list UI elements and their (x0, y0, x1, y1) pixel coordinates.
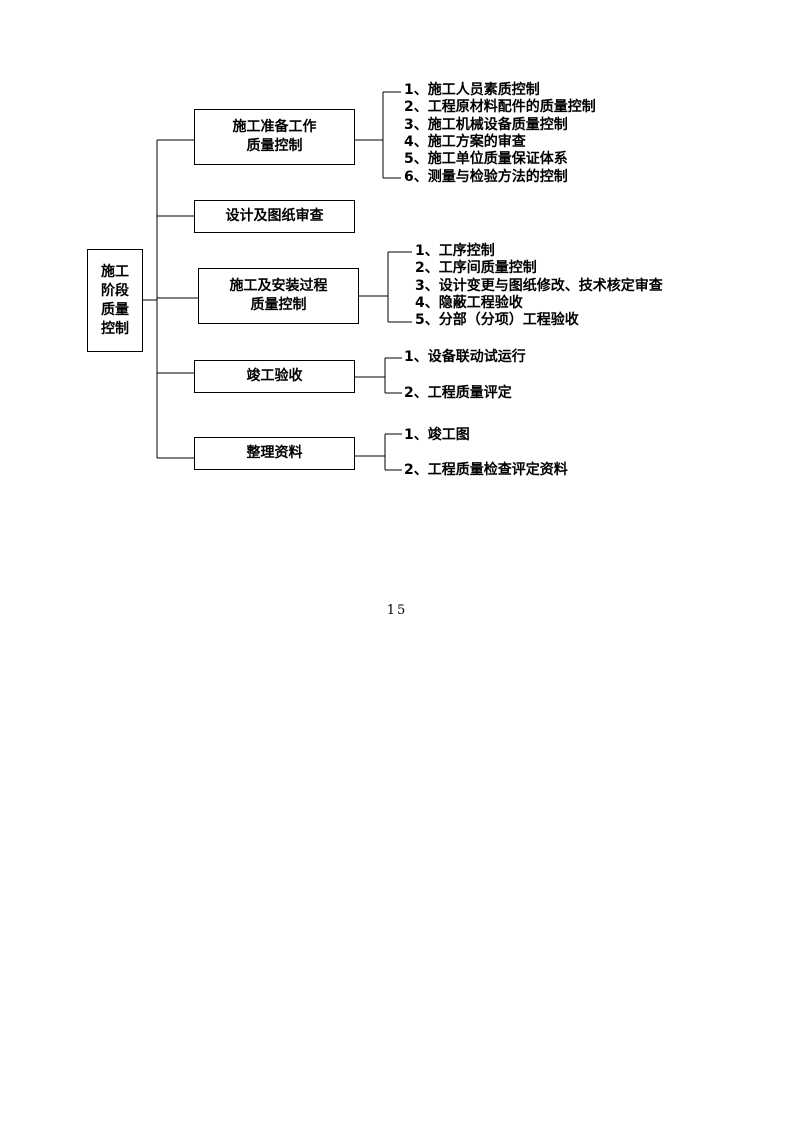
list-item: 5、施工单位质量保证体系 (404, 151, 568, 167)
branch-node-documentation: 整理资料 (194, 437, 355, 470)
branch-label: 施工准备工作 (232, 119, 317, 135)
root-line: 施工 (101, 263, 129, 280)
list-item: 4、隐蔽工程验收 (415, 295, 523, 311)
branch-label: 竣工验收 (246, 368, 303, 384)
list-item: 5、分部（分项）工程验收 (415, 312, 579, 328)
root-line: 阶段 (101, 282, 129, 299)
list-item: 6、测量与检验方法的控制 (404, 169, 568, 185)
branch-label: 施工及安装过程 (229, 278, 328, 294)
branch-node-preparation: 施工准备工作 质量控制 (194, 109, 355, 165)
list-item: 1、竣工图 (404, 427, 470, 443)
page-number: 15 (386, 603, 408, 618)
branch-node-completion: 竣工验收 (194, 360, 355, 393)
list-item: 1、工序控制 (415, 243, 495, 259)
list-item: 4、施工方案的审查 (404, 134, 526, 150)
list-item: 3、设计变更与图纸修改、技术核定审查 (415, 278, 663, 294)
root-line: 质量 (101, 301, 129, 318)
list-item: 2、工程质量检查评定资料 (404, 462, 568, 478)
list-item: 2、工序间质量控制 (415, 260, 537, 276)
list-item: 3、施工机械设备质量控制 (404, 117, 568, 133)
root-line: 控制 (101, 320, 129, 337)
branch-label: 质量控制 (246, 138, 303, 154)
list-item: 2、工程原材料配件的质量控制 (404, 99, 596, 115)
list-item: 2、工程质量评定 (404, 385, 512, 401)
list-item: 1、设备联动试运行 (404, 349, 526, 365)
list-item: 1、施工人员素质控制 (404, 82, 540, 98)
branch-node-installation: 施工及安装过程 质量控制 (198, 268, 359, 324)
branch-label: 质量控制 (250, 297, 307, 313)
branch-label: 设计及图纸审查 (225, 208, 324, 224)
branch-node-design-review: 设计及图纸审查 (194, 200, 355, 233)
branch-label: 整理资料 (246, 445, 303, 461)
root-node: 施工 阶段 质量 控制 (87, 249, 143, 352)
